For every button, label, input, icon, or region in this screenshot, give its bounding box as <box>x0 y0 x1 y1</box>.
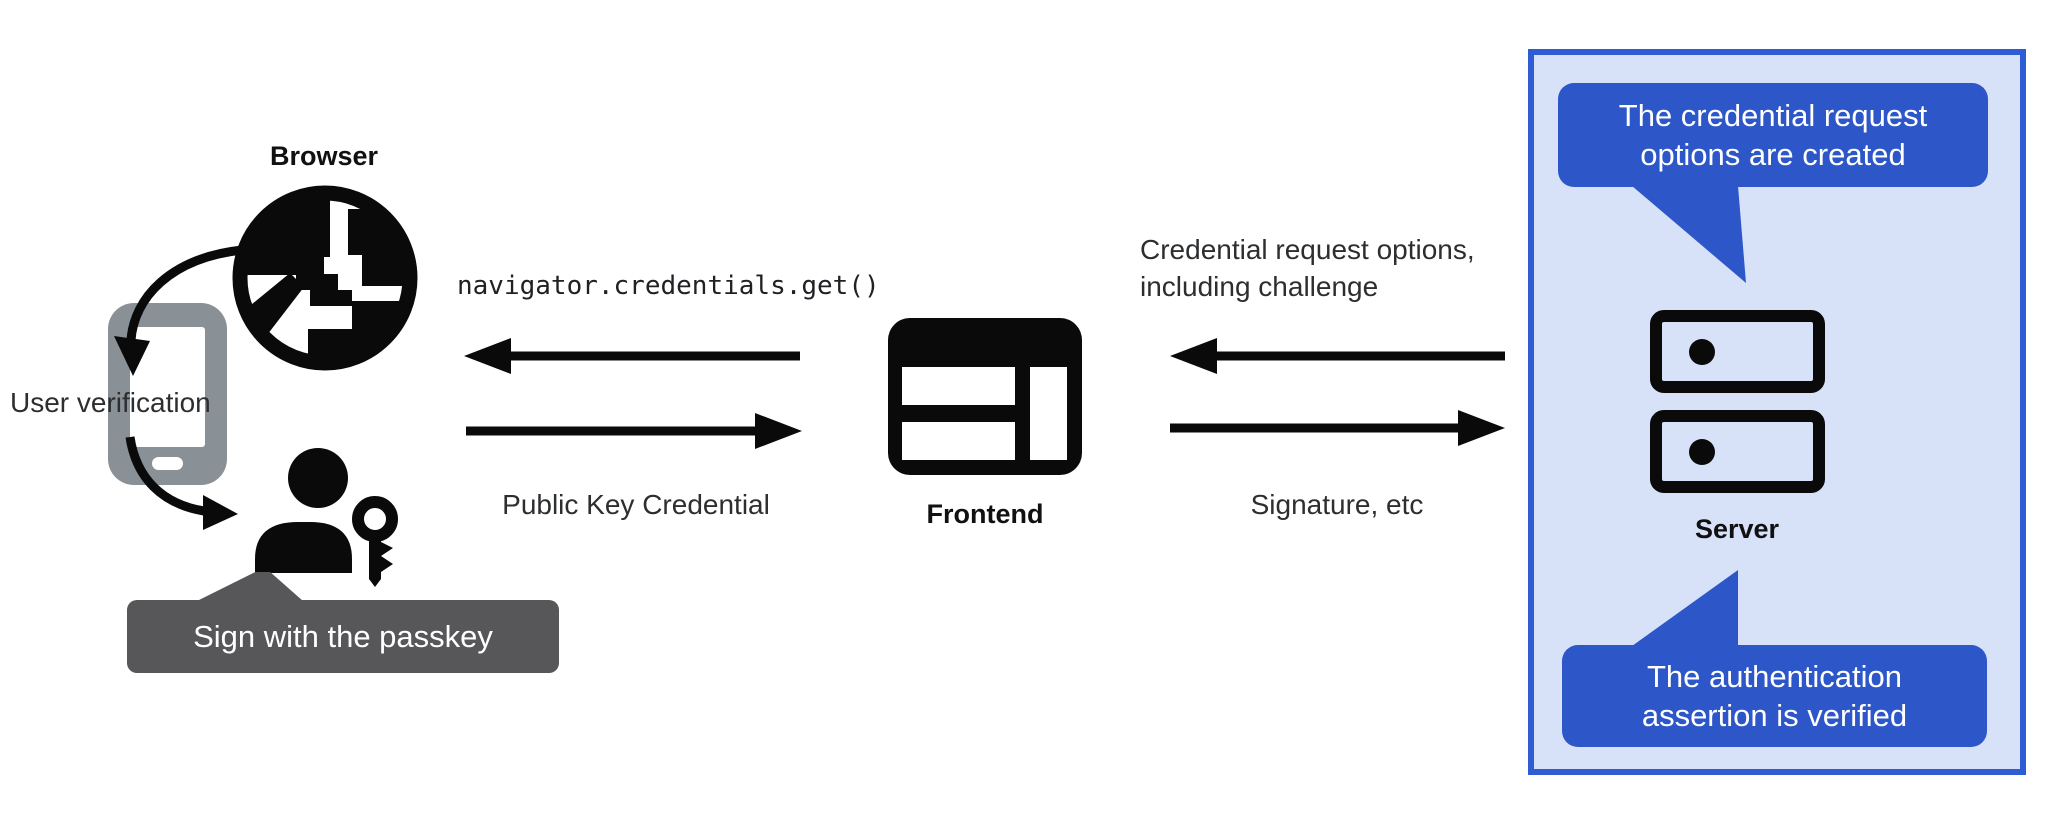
arrow-server-to-frontend <box>1170 338 1505 374</box>
top-note-line1: The credential request <box>1618 98 1928 133</box>
public-key-credential-label: Public Key Credential <box>502 489 770 520</box>
bottom-note-line2: assertion is verified <box>1641 698 1908 733</box>
bottom-note-line1: The authentication <box>1646 659 1903 694</box>
browser-title: Browser <box>269 141 379 171</box>
globe-icon <box>232 185 418 371</box>
bottom-note-bubble: The authentication assertion is verified <box>1562 645 1987 747</box>
navigator-credentials-get-label: navigator.credentials.get() <box>457 271 880 301</box>
passkey-tooltip-text: Sign with the passkey <box>193 618 493 654</box>
browser-window-icon <box>888 318 1082 475</box>
window-pane <box>902 367 1015 405</box>
server-led-dot <box>1689 438 1715 465</box>
arrow-frontend-to-server <box>1170 410 1505 446</box>
smartphone-home-bar <box>152 457 183 470</box>
credential-request-label: Credential request options, including ch… <box>1140 231 1475 305</box>
server-icon <box>1650 310 1825 393</box>
passkey-tooltip: Sign with the passkey <box>127 600 559 673</box>
signature-etc-label: Signature, etc <box>1250 489 1424 520</box>
server-led-dot <box>1689 338 1715 365</box>
user-with-key-icon <box>255 448 398 587</box>
top-note-line2: options are created <box>1640 137 1906 172</box>
server-title: Server <box>1694 514 1780 544</box>
window-pane <box>1030 367 1067 460</box>
credential-request-line1: Credential request options, <box>1140 234 1475 265</box>
arrow-browser-to-frontend <box>466 413 802 449</box>
arrow-frontend-to-browser <box>464 338 800 374</box>
top-note-bubble: The credential request options are creat… <box>1558 83 1988 187</box>
credential-request-line2: including challenge <box>1140 271 1379 302</box>
window-pane <box>902 422 1015 460</box>
frontend-title: Frontend <box>926 499 1044 529</box>
user-verification-label: User verification <box>10 387 211 418</box>
server-icon <box>1650 410 1825 493</box>
